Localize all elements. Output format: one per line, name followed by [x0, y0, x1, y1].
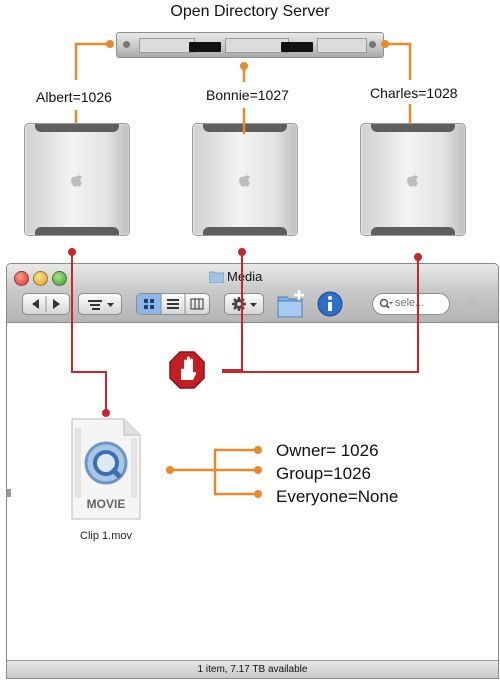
- column-view-icon[interactable]: [190, 298, 204, 310]
- status-bar: 1 item, 7.17 TB available: [7, 660, 498, 678]
- resize-handle[interactable]: [7, 489, 11, 497]
- apple-logo-icon: [407, 173, 418, 187]
- albert-server-link: [74, 42, 108, 80]
- mac-pro-albert: [24, 123, 130, 236]
- search-input[interactable]: sele...: [372, 293, 450, 315]
- movie-badge: MOVIE: [86, 497, 126, 511]
- back-icon[interactable]: [32, 299, 39, 309]
- user-label-bonnie: Bonnie=1027: [206, 87, 289, 103]
- list-view-icon[interactable]: [167, 299, 179, 309]
- window-toolbar: Media: [7, 264, 498, 323]
- user-label-albert: Albert=1026: [36, 89, 112, 105]
- tower-handle: [203, 227, 287, 235]
- apple-logo-icon: [71, 173, 82, 187]
- action-gear-icon: [232, 297, 257, 311]
- mac-pro-charles: [360, 123, 466, 236]
- server-bay: [317, 38, 367, 53]
- open-directory-server: [116, 32, 384, 58]
- permission-group: Group=1026: [276, 464, 371, 483]
- permission-everyone: Everyone=None: [276, 487, 399, 506]
- permission-owner: Owner= 1026: [276, 441, 379, 460]
- connector-dot: [68, 248, 76, 256]
- connector-dot: [240, 62, 248, 70]
- icon-view-icon[interactable]: [144, 299, 154, 309]
- action-button[interactable]: [224, 293, 264, 315]
- folder-icon: [209, 271, 224, 283]
- info-icon[interactable]: [317, 291, 343, 317]
- connector-dot: [414, 253, 422, 261]
- tower-handle: [371, 124, 455, 132]
- tower-handle: [35, 124, 119, 132]
- mac-pro-bonnie: [192, 123, 298, 236]
- new-folder-icon[interactable]: [276, 289, 306, 319]
- zoom-window-icon[interactable]: [52, 271, 67, 286]
- search-placeholder: sele...: [395, 297, 425, 309]
- apple-logo-icon: [239, 173, 250, 187]
- tower-handle: [203, 124, 287, 132]
- tower-handle: [35, 227, 119, 235]
- arrange-icon: [88, 300, 114, 310]
- server-drive-slot: [281, 42, 313, 52]
- server-bay: [225, 38, 289, 53]
- back-forward-buttons[interactable]: [22, 293, 70, 315]
- forward-icon[interactable]: [53, 299, 60, 309]
- search-icon: [379, 298, 393, 309]
- movie-file-icon[interactable]: [70, 418, 142, 521]
- window-title: Media: [227, 269, 263, 284]
- server-bay: [139, 38, 195, 53]
- file-name-label: Clip 1.mov: [80, 530, 132, 542]
- server-drive-slot: [189, 42, 221, 52]
- close-window-icon[interactable]: [14, 271, 29, 286]
- server-screw-right: [369, 41, 376, 48]
- minimize-window-icon[interactable]: [33, 271, 48, 286]
- arrange-button[interactable]: [78, 293, 122, 315]
- server-screw-left: [123, 41, 130, 48]
- user-label-charles: Charles=1028: [370, 85, 458, 101]
- eject-icon[interactable]: [461, 294, 483, 314]
- connector-dot: [238, 248, 246, 256]
- charles-server-link: [388, 42, 412, 80]
- tower-handle: [371, 227, 455, 235]
- diagram-title: Open Directory Server: [170, 3, 330, 20]
- connector-dot: [106, 40, 114, 48]
- view-buttons[interactable]: [136, 293, 210, 315]
